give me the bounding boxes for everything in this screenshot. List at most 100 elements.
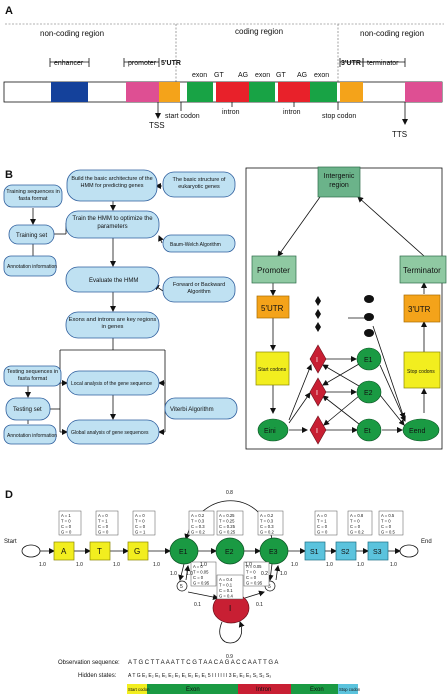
t-g-e1: 1.0 bbox=[153, 562, 160, 568]
exon-node-e1: E1 bbox=[356, 347, 382, 371]
node-forward-backward: Forward or Backward Algorithm bbox=[162, 276, 236, 303]
t-c5-i: 0.1 bbox=[194, 602, 201, 608]
fasta-test-text: Testing sequences in fasta format bbox=[6, 369, 59, 382]
emission-i-0: A = 0.4 bbox=[219, 577, 233, 582]
viterbi-text: Viterbi Algorithm bbox=[170, 407, 214, 413]
emission-s3: A = 0.5 T = 0 C = 0 G = 0.5 bbox=[378, 510, 404, 536]
emission-e1-3: G = 0.2 bbox=[191, 530, 206, 535]
state-e3: E3 bbox=[259, 537, 289, 565]
node-exons-introns: Exons and introns are key regions in gen… bbox=[65, 311, 160, 339]
emission-a-3: G = 0 bbox=[61, 530, 72, 535]
terminator-text: Terminator bbox=[403, 266, 441, 275]
emission-tables: A = 1 T = 0 C = 0 G = 0 A = 0 T = 1 C = … bbox=[58, 510, 404, 600]
emission-a-1: T = 0 bbox=[61, 519, 71, 524]
emission-e3-3: G = 0.2 bbox=[260, 530, 275, 535]
t-top-loop: 0.8 bbox=[226, 490, 233, 496]
emission-e2: A = 0.25 T = 0.25 C = 0.25 G = 0.25 bbox=[216, 510, 244, 536]
end-node: End bbox=[399, 539, 432, 558]
emission-s1-1: T = 1 bbox=[317, 519, 327, 524]
panel-c: C bbox=[245, 166, 447, 450]
splice-node-left: 5 bbox=[176, 580, 188, 592]
splice-left-text: 5 bbox=[180, 584, 183, 590]
node-baum-welch: Baum-Welch Algorithm bbox=[162, 234, 236, 253]
state-t: T bbox=[89, 541, 111, 561]
emission-a-2: C = 0 bbox=[61, 524, 72, 529]
label-exon-2: exon bbox=[255, 72, 270, 79]
state-chain-arrows bbox=[40, 500, 401, 644]
marker-intron-1: intron bbox=[222, 109, 240, 116]
t-i-c5b: 0.1 bbox=[256, 602, 263, 608]
transition-labels: 1.0 1.0 1.0 1.0 0.8 1.0 1.0 1.0 1.0 1.0 … bbox=[39, 490, 397, 660]
segment-brackets bbox=[49, 58, 406, 67]
state-intron-text: I bbox=[229, 604, 231, 613]
emission-e1-1: T = 0.3 bbox=[191, 519, 205, 524]
evaluate-hmm-text: Evaluate the HMM bbox=[89, 278, 138, 284]
promoter-text: Promoter bbox=[257, 266, 290, 275]
panel-label-d: D bbox=[5, 489, 13, 501]
emission-e3: A = 0.2 T = 0.3 C = 0.3 G = 0.2 bbox=[257, 510, 284, 536]
emission-e3low-3: G = 0.95 bbox=[246, 581, 263, 586]
segment-exon-2 bbox=[249, 82, 275, 102]
state-s3-text: S3 bbox=[373, 549, 382, 556]
state-g: G bbox=[127, 541, 149, 561]
testing-set-text: Testing set bbox=[13, 407, 42, 413]
panel-b: B bbox=[3, 169, 238, 445]
emission-t-3: G = 0 bbox=[98, 530, 109, 535]
node-intergenic: Intergenic region bbox=[317, 166, 361, 198]
state-e1-text: E1 bbox=[179, 549, 188, 556]
emission-e1low-2: C = 0 bbox=[193, 575, 204, 580]
emission-i-2: C = 0.1 bbox=[219, 588, 233, 593]
state-a-text: A bbox=[61, 547, 67, 556]
legend-exon-2: Exon bbox=[310, 687, 324, 693]
utr5-text: 5'UTR bbox=[261, 304, 284, 313]
exon-node-et: Et bbox=[356, 418, 382, 442]
emission-s2-1: T = 0 bbox=[350, 519, 360, 524]
emission-e3low-2: C = 0 bbox=[246, 575, 257, 580]
emission-e3-1: T = 0.3 bbox=[260, 519, 274, 524]
state-s1: S1 bbox=[304, 541, 326, 561]
node-annotation-info-1: Annotation information bbox=[3, 255, 57, 277]
exon-node-eini: Eini bbox=[257, 418, 289, 442]
label-promoter: promoter bbox=[128, 60, 157, 67]
state-s3: S3 bbox=[367, 541, 389, 561]
label-exon-3: exon bbox=[314, 72, 329, 79]
emission-s3-3: G = 0.5 bbox=[381, 530, 396, 535]
t-e3-s1: 1.0 bbox=[291, 562, 298, 568]
segment-enhancer bbox=[51, 82, 88, 102]
node-training-set: Training set bbox=[8, 224, 55, 245]
observation-label: Observation sequence: bbox=[58, 660, 120, 666]
segment-terminator bbox=[405, 82, 442, 102]
emission-s2: A = 0.8 T = 0 C = 0 G = 0.2 bbox=[347, 510, 373, 536]
exon-node-e2: E2 bbox=[356, 380, 382, 404]
state-e1: E1 bbox=[169, 537, 199, 565]
end-text: End bbox=[421, 539, 432, 545]
emission-t-1: T = 1 bbox=[98, 519, 108, 524]
node-start-codons: Start codons bbox=[255, 351, 290, 386]
marker-intron-2: intron bbox=[283, 109, 301, 116]
state-t-text: T bbox=[97, 547, 102, 556]
local-analysis-text: Local analysis of the gene sequence bbox=[71, 381, 152, 387]
state-s2: S2 bbox=[335, 541, 357, 561]
panel-a: A non-coding region coding region non-co… bbox=[3, 5, 444, 139]
t-e2-e3: 1.0 bbox=[245, 562, 252, 568]
emission-s3-1: T = 0 bbox=[381, 519, 391, 524]
utr3-text: 3'UTR bbox=[408, 305, 431, 314]
emission-e3-2: C = 0.3 bbox=[260, 524, 274, 529]
segment-intron-1 bbox=[216, 82, 249, 102]
segment-promoter bbox=[126, 82, 159, 102]
panel-d: D Start End bbox=[4, 489, 432, 694]
ellipsis-symbols bbox=[315, 295, 374, 337]
node-5utr: 5'UTR bbox=[256, 295, 290, 319]
emission-e3low-1: T = 0 bbox=[246, 570, 256, 575]
state-e2-text: E2 bbox=[225, 549, 234, 556]
segment-intron-2 bbox=[278, 82, 310, 102]
node-testing-set: Testing set bbox=[5, 397, 51, 421]
region-noncoding-right: non-coding region bbox=[360, 29, 424, 38]
marker-tts: TTS bbox=[392, 130, 407, 139]
emission-s1-0: A = 0 bbox=[317, 513, 327, 518]
emission-a-0: A = 1 bbox=[61, 513, 71, 518]
flow-connectors-b bbox=[25, 183, 166, 435]
emission-e1low-3: G = 0.95 bbox=[193, 581, 210, 586]
fasta-train-text: Training sequences in fasta format bbox=[6, 189, 60, 202]
annotation-info-1-text: Annotation information bbox=[7, 264, 57, 270]
